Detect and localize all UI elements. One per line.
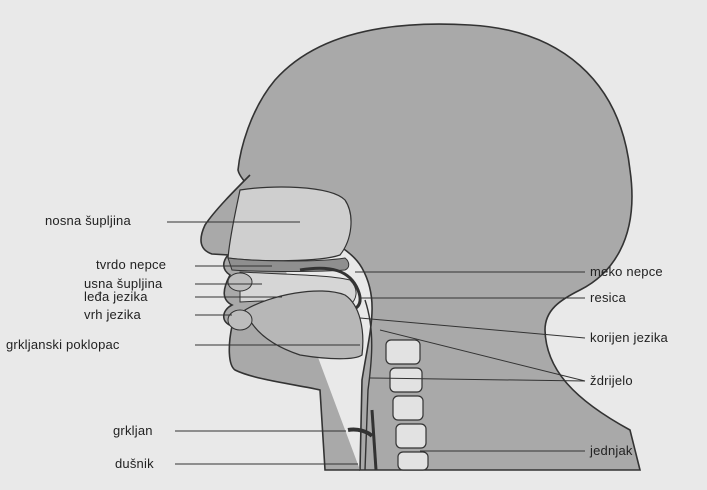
- label-resica: resica: [590, 291, 626, 305]
- label-korijen-jezika: korijen jezika: [590, 331, 668, 345]
- label-zdrijelo: ždrijelo: [590, 374, 633, 388]
- label-nosna-supljina: nosna šupljina: [45, 214, 131, 228]
- label-jednjak: jednjak: [590, 444, 633, 458]
- nasal-cavity: [228, 187, 351, 261]
- label-vrh-jezika: vrh jezika: [84, 308, 141, 322]
- label-grkljan: grkljan: [113, 424, 153, 438]
- upper-lip: [228, 273, 252, 291]
- label-leda-jezika: leđa jezika: [84, 290, 148, 304]
- label-grkljanski-poklopac: grkljanski poklopac: [6, 338, 120, 352]
- label-tvrdo-nepce: tvrdo nepce: [96, 258, 166, 272]
- lower-lip: [228, 310, 252, 330]
- label-dusnik: dušnik: [115, 457, 154, 471]
- label-meko-nepce: meko nepce: [590, 265, 663, 279]
